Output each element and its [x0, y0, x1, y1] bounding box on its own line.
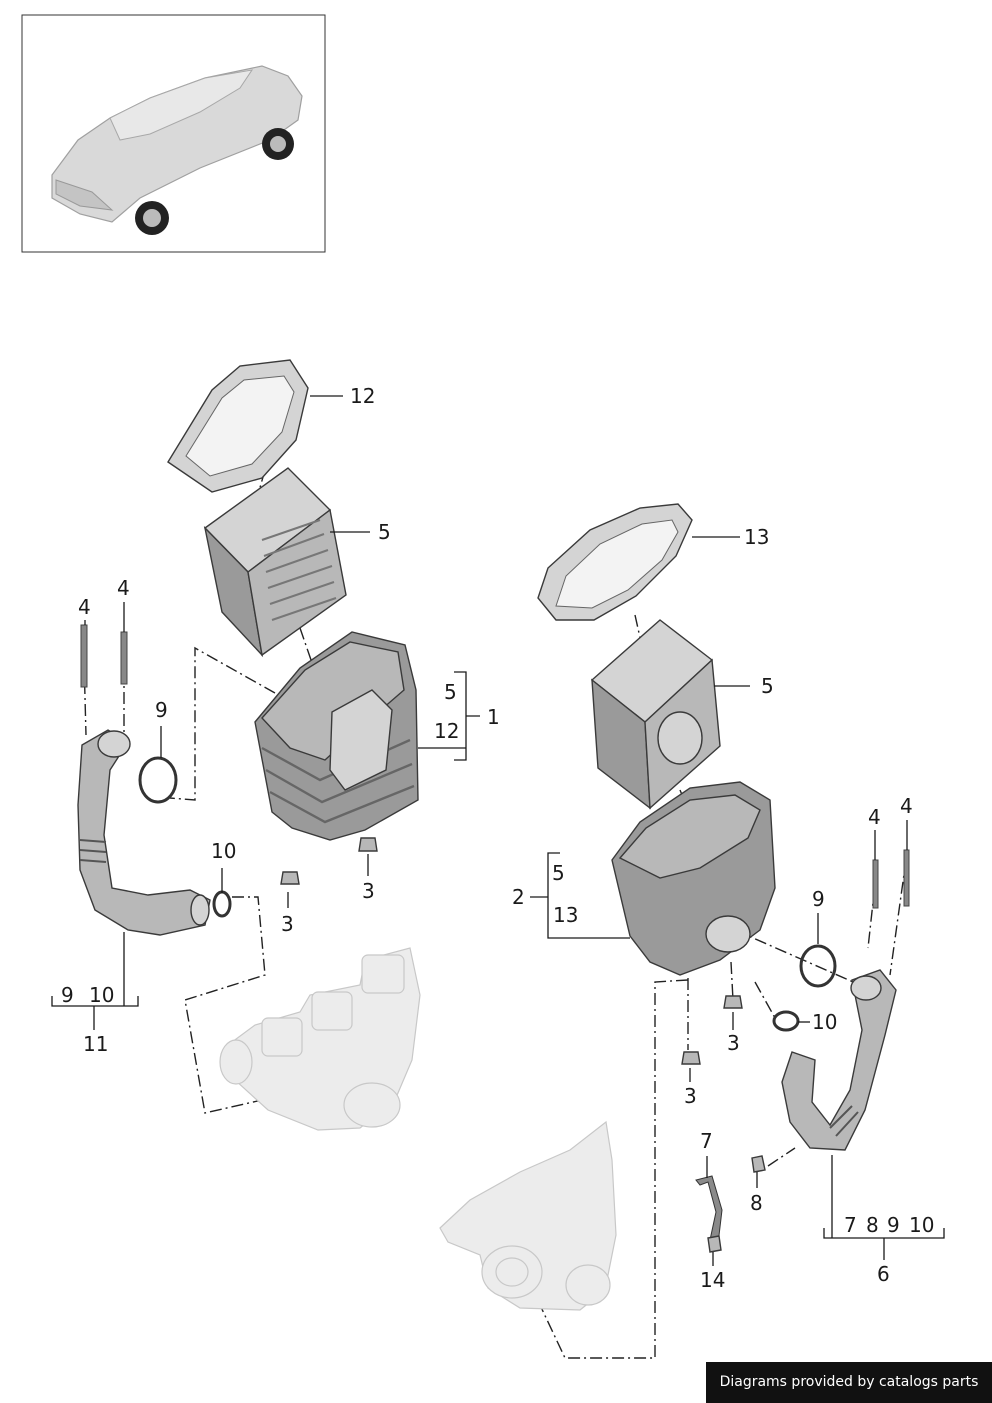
rubber-mount-3	[280, 837, 743, 1065]
turbocharger-right-ghost	[439, 1120, 617, 1311]
callout-7-group-6: 7	[844, 1213, 857, 1237]
gasket-12	[167, 359, 309, 493]
callout-4-right-a: 4	[868, 805, 881, 829]
callout-10-group-11: 10	[89, 983, 114, 1007]
callout-3-right-a: 3	[727, 1031, 740, 1055]
callout-8-group-6: 8	[866, 1213, 879, 1237]
callout-3-left-b: 3	[362, 879, 375, 903]
credit-banner: Diagrams provided by catalogs parts	[706, 1362, 992, 1403]
clip-8	[751, 1155, 766, 1173]
callout-1: 1	[487, 705, 500, 729]
callout-5-group-2: 5	[552, 861, 565, 885]
callout-4-left-b: 4	[117, 576, 130, 600]
callout-10-right: 10	[812, 1010, 837, 1034]
leader-lines	[51, 395, 945, 1266]
callout-5-right: 5	[761, 674, 774, 698]
callout-9-group-11: 9	[61, 983, 74, 1007]
vehicle-thumbnail	[21, 14, 326, 253]
callout-3-left-a: 3	[281, 912, 294, 936]
air-box-1	[254, 631, 419, 841]
intake-pipe-6	[781, 969, 897, 1151]
clip-14	[707, 1235, 722, 1253]
callout-10-left: 10	[211, 839, 236, 863]
bolt-4	[80, 624, 910, 909]
callout-12-left: 12	[350, 384, 375, 408]
turbocharger-left-ghost	[219, 947, 421, 1131]
callout-11: 11	[83, 1032, 108, 1056]
callout-9-right: 9	[812, 887, 825, 911]
callout-5-left: 5	[378, 520, 391, 544]
callout-7: 7	[700, 1129, 713, 1153]
air-box-2	[611, 781, 776, 976]
callout-3-right-b: 3	[684, 1084, 697, 1108]
callout-10-group-6: 10	[909, 1213, 934, 1237]
callout-13-group-2: 13	[553, 903, 578, 927]
intake-pipe-11	[77, 729, 211, 936]
air-filter-5-left	[203, 467, 347, 658]
callout-2: 2	[512, 885, 525, 909]
callout-4-left-a: 4	[78, 595, 91, 619]
callout-9-group-6: 9	[887, 1213, 900, 1237]
callout-9-left: 9	[155, 698, 168, 722]
callout-6: 6	[877, 1262, 890, 1286]
hose-7	[695, 1175, 723, 1245]
gasket-13	[537, 503, 693, 621]
air-filter-5-right	[590, 619, 721, 810]
callout-4-right-b: 4	[900, 794, 913, 818]
callout-13-right: 13	[744, 525, 769, 549]
callout-labels: 12 5 4 4 9 5 12 1 10 3 3 9 10 11 13 5 2 …	[61, 384, 934, 1292]
callout-5-group-1: 5	[444, 680, 457, 704]
callout-8: 8	[750, 1191, 763, 1215]
callout-12-group-1: 12	[434, 719, 459, 743]
callout-14: 14	[700, 1268, 725, 1292]
